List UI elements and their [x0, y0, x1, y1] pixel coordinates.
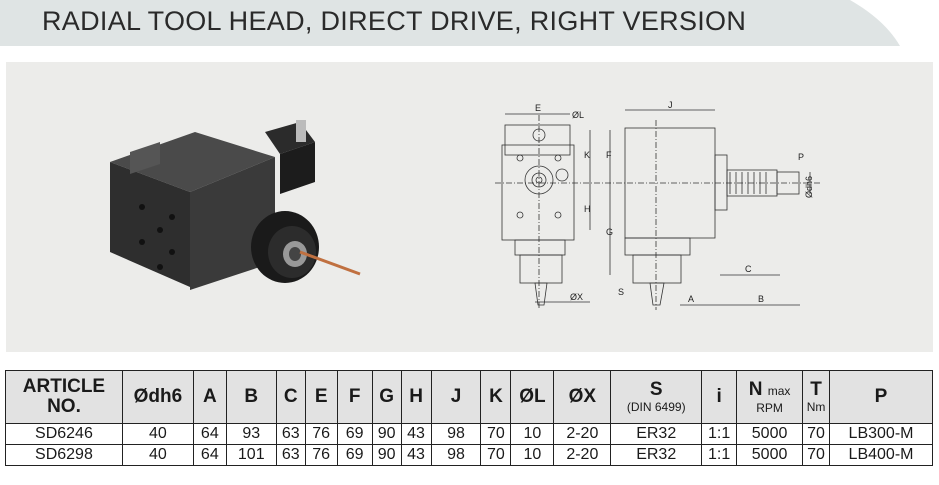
header-c: C: [275, 370, 306, 424]
cell-odh6: 40: [121, 444, 194, 466]
dim-label-F: F: [606, 150, 612, 160]
cell-g: 90: [371, 444, 402, 466]
cell-c: 63: [275, 423, 306, 445]
header-i: i: [701, 370, 738, 424]
dim-label-A: A: [688, 294, 694, 304]
header-h: H: [400, 370, 432, 424]
cell-j: 98: [430, 444, 482, 466]
header-n-label: N: [748, 378, 763, 400]
header-t-sub: Nm: [806, 400, 826, 414]
header-f: F: [336, 370, 373, 424]
cell-t: 70: [802, 423, 831, 445]
header-ox: ØX: [553, 370, 612, 424]
cell-n: 5000: [736, 423, 804, 445]
dim-label-J: J: [668, 100, 673, 110]
header-n-sub: RPM: [756, 400, 783, 415]
technical-drawing: E ØL J K F H G P Ødh6 C S A B ØX: [495, 100, 820, 310]
page-title: RADIAL TOOL HEAD, DIRECT DRIVE, RIGHT VE…: [42, 6, 747, 36]
cell-s: ER32: [610, 423, 703, 445]
cell-k: 70: [480, 444, 512, 466]
header-b: B: [225, 370, 277, 424]
cell-article: SD6298: [5, 444, 123, 466]
cell-k: 70: [480, 423, 512, 445]
table-row: SD6246 40 64 93 63 76 69 90 43 98 70 10 …: [5, 423, 933, 445]
cell-h: 43: [400, 444, 432, 466]
cell-h: 43: [400, 423, 432, 445]
header-t: T Nm: [802, 370, 831, 424]
header-article: ARTICLE NO.: [5, 370, 123, 424]
cell-e: 76: [304, 423, 338, 445]
title-banner: RADIAL TOOL HEAD, DIRECT DRIVE, RIGHT VE…: [0, 0, 900, 46]
cell-j: 98: [430, 423, 482, 445]
cell-b: 93: [225, 423, 277, 445]
header-t-label: T: [810, 379, 822, 400]
cell-ox: 2-20: [553, 423, 612, 445]
cell-n: 5000: [736, 444, 804, 466]
dim-label-OX: ØX: [570, 292, 583, 302]
cell-g: 90: [371, 423, 402, 445]
cell-a: 64: [192, 423, 227, 445]
header-s-sub: (DIN 6499): [626, 400, 686, 414]
front-view-top: [504, 124, 571, 156]
header-p: P: [829, 370, 933, 424]
header-s: S (DIN 6499): [610, 370, 703, 424]
dim-label-G: G: [606, 227, 613, 237]
dim-label-H: H: [584, 204, 591, 214]
cell-a: 64: [192, 444, 227, 466]
header-s-label: S: [649, 379, 663, 400]
cell-i: 1:1: [701, 444, 738, 466]
cell-odh6: 40: [121, 423, 194, 445]
cell-f: 69: [336, 423, 373, 445]
header-e: E: [304, 370, 338, 424]
front-view-body: [501, 144, 575, 241]
header-g: G: [371, 370, 402, 424]
product-photo: [110, 120, 361, 290]
dim-label-K: K: [584, 150, 590, 160]
cell-ol: 10: [510, 423, 555, 445]
cell-t: 70: [802, 444, 831, 466]
cell-b: 101: [225, 444, 277, 466]
dim-label-P: P: [798, 152, 804, 162]
header-j: J: [430, 370, 482, 424]
cell-c: 63: [275, 444, 306, 466]
dim-label-S: S: [618, 287, 624, 297]
cell-i: 1:1: [701, 423, 738, 445]
table-header-row: ARTICLE NO. Ødh6 A B C E F G H J K ØL ØX…: [5, 370, 933, 424]
title-banner-shape: [0, 0, 900, 46]
cell-e: 76: [304, 444, 338, 466]
dim-label-C: C: [745, 264, 752, 274]
header-ol: ØL: [510, 370, 555, 424]
cell-s: ER32: [610, 444, 703, 466]
dim-label-Odh6: Ødh6: [804, 176, 814, 198]
header-n: N max RPM: [736, 370, 804, 424]
header-odh6: Ødh6: [121, 370, 194, 424]
cell-p: LB300-M: [829, 423, 933, 445]
dim-label-OL: ØL: [572, 110, 584, 120]
dim-label-B: B: [758, 294, 764, 304]
header-n-sup: max: [767, 383, 791, 398]
cell-ox: 2-20: [553, 444, 612, 466]
cell-f: 69: [336, 444, 373, 466]
table-row: SD6298 40 64 101 63 76 69 90 43 98 70 10…: [5, 444, 933, 466]
dim-label-E: E: [535, 103, 541, 113]
cell-article: SD6246: [5, 423, 123, 445]
header-a: A: [192, 370, 227, 424]
cell-p: LB400-M: [829, 444, 933, 466]
header-k: K: [480, 370, 512, 424]
cell-ol: 10: [510, 444, 555, 466]
spec-table: ARTICLE NO. Ødh6 A B C E F G H J K ØL ØX…: [5, 370, 933, 466]
